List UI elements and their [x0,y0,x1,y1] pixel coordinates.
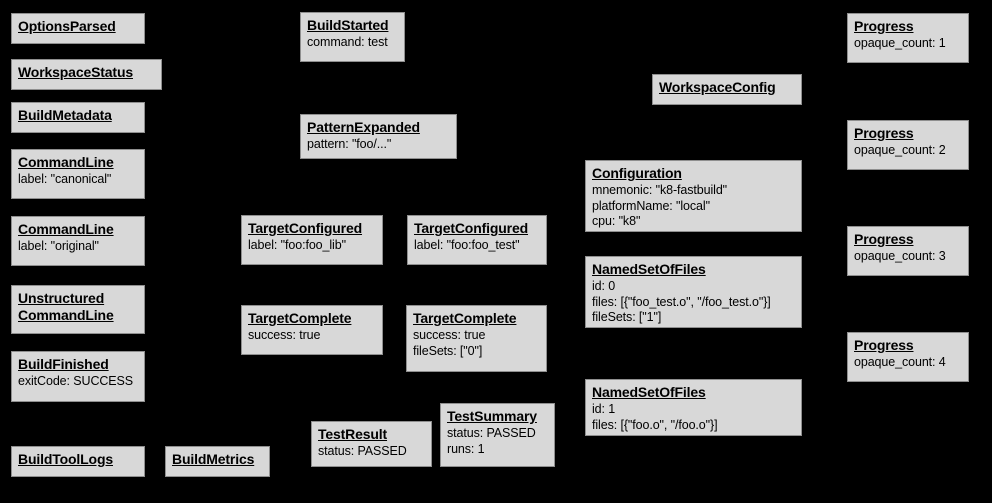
event-node-title: Progress [854,125,914,141]
event-node-fields: status: PASSED [318,444,425,459]
event-node-unstructured-command-line[interactable]: Unstructured CommandLine [11,285,145,334]
event-node-field: fileSets: ["0"] [413,343,483,358]
event-node-title: BuildFinished [18,356,109,372]
event-node-field: cpu: "k8" [592,213,641,228]
event-node-fields: label: "foo:foo_lib" [248,238,376,253]
event-node-title: Progress [854,18,914,34]
event-node-title: Progress [854,337,914,353]
event-node-field: label: "canonical" [18,172,112,187]
event-node-workspace-config[interactable]: WorkspaceConfig [652,74,802,105]
event-node-title: OptionsParsed [18,18,116,34]
event-node-title: TestSummary [447,408,537,424]
event-node-fields: opaque_count: 1 [854,36,962,51]
event-node-fields: opaque_count: 2 [854,143,962,158]
event-node-command-line-canonical[interactable]: CommandLine label: "canonical" [11,149,145,199]
event-node-field: opaque_count: 1 [854,36,946,51]
event-node-field: command: test [307,35,388,50]
event-node-field: success: true [248,328,321,343]
event-node-title: TargetConfigured [414,220,529,236]
event-node-fields: label: "original" [18,239,138,254]
event-node-field: success: true [413,328,486,343]
event-node-title: CommandLine [18,221,114,237]
event-node-field: status: PASSED [318,444,407,459]
event-node-fields: pattern: "foo/..." [307,137,450,152]
event-node-fields: label: "canonical" [18,172,138,187]
event-node-title: BuildToolLogs [18,451,113,467]
event-node-title: TestResult [318,426,388,442]
event-node-title: TargetConfigured [248,220,363,236]
event-node-fields: opaque_count: 4 [854,355,962,370]
event-node-field: opaque_count: 2 [854,143,946,158]
event-node-target-configured-foo-lib[interactable]: TargetConfigured label: "foo:foo_lib" [241,215,383,265]
event-node-options-parsed[interactable]: OptionsParsed [11,13,145,44]
event-node-field: opaque_count: 3 [854,249,946,264]
event-node-field: files: [{"foo.o", "/foo.o"}] [592,417,718,432]
event-node-command-line-original[interactable]: CommandLine label: "original" [11,216,145,266]
event-node-workspace-status[interactable]: WorkspaceStatus [11,59,162,90]
event-node-build-tool-logs[interactable]: BuildToolLogs [11,446,145,477]
event-node-field: opaque_count: 4 [854,355,946,370]
event-node-field: label: "original" [18,239,99,254]
event-node-field: label: "foo:foo_lib" [248,238,346,253]
event-node-field: pattern: "foo/..." [307,137,392,152]
event-node-title: Configuration [592,165,682,181]
event-node-field: label: "foo:foo_test" [414,238,520,253]
event-node-title: PatternExpanded [307,119,420,135]
event-node-progress-4[interactable]: Progress opaque_count: 4 [847,332,969,382]
event-node-title: Progress [854,231,914,247]
event-node-target-configured-foo-test[interactable]: TargetConfigured label: "foo:foo_test" [407,215,547,265]
event-node-progress-2[interactable]: Progress opaque_count: 2 [847,120,969,170]
event-node-field: runs: 1 [447,441,485,456]
event-node-field: files: [{"foo_test.o", "/foo_test.o"}] [592,294,771,309]
event-node-title: NamedSetOfFiles [592,261,706,277]
event-node-title: TargetComplete [413,310,517,326]
event-node-test-result[interactable]: TestResult status: PASSED [311,421,432,467]
event-node-configuration[interactable]: Configuration mnemonic: "k8-fastbuild"pla… [585,160,802,232]
event-node-fields: label: "foo:foo_test" [414,238,540,253]
event-node-title: WorkspaceStatus [18,64,133,80]
event-node-field: status: PASSED [447,426,536,441]
event-node-build-metadata[interactable]: BuildMetadata [11,102,145,133]
event-node-title: WorkspaceConfig [659,79,776,95]
event-node-field: mnemonic: "k8-fastbuild" [592,183,728,198]
event-node-pattern-expanded[interactable]: PatternExpanded pattern: "foo/..." [300,114,457,159]
event-node-field: platformName: "local" [592,198,710,213]
event-node-fields: opaque_count: 3 [854,249,962,264]
event-node-progress-1[interactable]: Progress opaque_count: 1 [847,13,969,63]
event-node-fields: mnemonic: "k8-fastbuild"platformName: "l… [592,183,795,229]
event-node-title: CommandLine [18,154,114,170]
event-node-title: BuildMetrics [172,451,255,467]
event-node-title: Unstructured CommandLine [18,290,114,324]
event-node-field: id: 1 [592,402,616,417]
event-node-build-finished[interactable]: BuildFinished exitCode: SUCCESS [11,351,145,402]
event-node-target-complete-lib[interactable]: TargetComplete success: true [241,305,383,355]
event-node-title: BuildMetadata [18,107,112,123]
event-node-build-metrics[interactable]: BuildMetrics [165,446,270,477]
event-node-fields: command: test [307,35,398,50]
event-node-progress-3[interactable]: Progress opaque_count: 3 [847,226,969,276]
event-node-fields: exitCode: SUCCESS [18,374,138,389]
event-node-field: id: 0 [592,279,616,294]
event-node-build-started[interactable]: BuildStarted command: test [300,12,405,62]
event-node-title: BuildStarted [307,17,389,33]
event-node-field: fileSets: ["1"] [592,309,662,324]
event-node-fields: success: true [248,328,376,343]
event-node-title: NamedSetOfFiles [592,384,706,400]
event-node-field: exitCode: SUCCESS [18,374,134,389]
event-node-title: TargetComplete [248,310,352,326]
